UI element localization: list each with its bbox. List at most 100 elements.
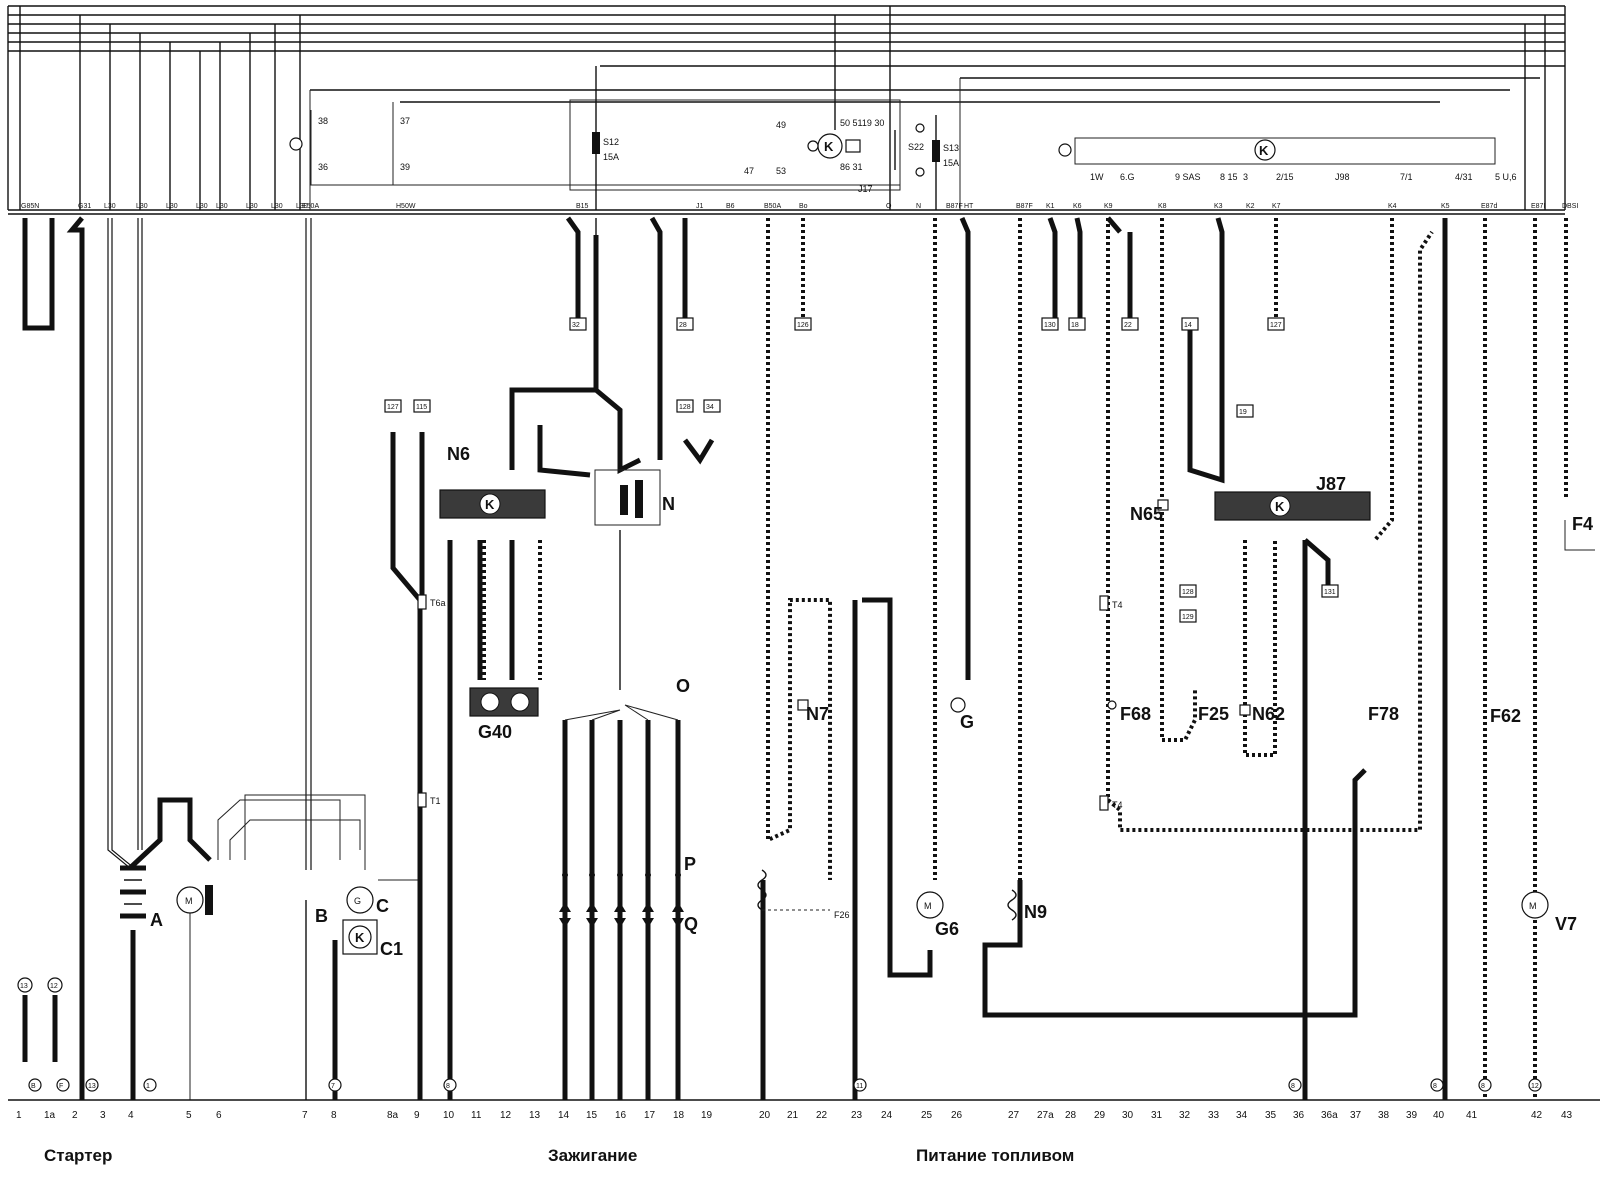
ground-marker	[1288, 1078, 1302, 1092]
relay-j17: K 50 5119 30 86 31 J17	[807, 118, 884, 194]
svg-text:A: A	[150, 910, 163, 930]
svg-text:49: 49	[776, 120, 786, 130]
relay-terminal-label: E87d	[1481, 203, 1497, 210]
j17-label: J17	[858, 184, 873, 194]
connector-label: 34	[706, 404, 714, 411]
ground-marker-label: 8	[1433, 1083, 1437, 1090]
position-number: 6	[216, 1110, 222, 1121]
ground-marker	[1528, 1078, 1542, 1092]
connector-t4-upper: T4	[1099, 595, 1123, 611]
svg-text:N65: N65	[1130, 504, 1163, 524]
connector-label: 19	[1239, 409, 1247, 416]
position-number: 25	[921, 1110, 933, 1121]
connector-t6a: T6a	[417, 594, 446, 610]
connector-label: 32	[572, 322, 580, 329]
relay-terminal-label: L30	[246, 203, 258, 210]
k-pin-label: 2/15	[1276, 172, 1294, 182]
svg-text:V7: V7	[1555, 914, 1577, 934]
switch-f4: F4	[1572, 514, 1593, 534]
position-number: 38	[1378, 1110, 1390, 1121]
position-number: 17	[644, 1110, 656, 1121]
connector-label: 129	[1182, 614, 1194, 621]
position-number: 26	[951, 1110, 963, 1121]
k-pin-label: 7/1	[1400, 172, 1413, 182]
switch-f25: F25	[1198, 704, 1229, 724]
relay-terminal-label: K5	[1441, 203, 1450, 210]
connector-box	[569, 317, 587, 331]
ground-marker	[85, 1078, 99, 1092]
spark-plug-icon	[614, 918, 626, 928]
sender-g: G	[950, 697, 974, 732]
position-number: 31	[1151, 1110, 1163, 1121]
position-number: 33	[1208, 1110, 1220, 1121]
svg-text:M: M	[1529, 901, 1537, 911]
svg-text:G6: G6	[935, 919, 959, 939]
relay-sockets-left: 38 36 37 39 49 47 53	[289, 102, 786, 185]
position-number: 15	[586, 1110, 598, 1121]
fuse-s13-id: S13	[943, 143, 959, 153]
junction-dot	[562, 872, 568, 878]
ground-marker	[28, 1078, 42, 1092]
relay-terminal-label: O	[886, 203, 892, 210]
fuel-pump-g6: M G6	[916, 891, 959, 939]
fuse-s12-rating: 15A	[603, 152, 619, 162]
generator-c: G C K C1	[342, 886, 403, 959]
position-number: 4	[128, 1110, 134, 1121]
ground-marker-label: 12	[1531, 1083, 1539, 1090]
ground-marker	[1478, 1078, 1492, 1092]
svg-text:T4: T4	[1112, 600, 1123, 610]
svg-text:M: M	[185, 896, 193, 906]
j98-label: J98	[1335, 172, 1350, 182]
relay-terminal-label: L30	[136, 203, 148, 210]
fuse-s13-rating: 15A	[943, 158, 959, 168]
position-number: 9	[414, 1110, 420, 1121]
svg-text:M: M	[924, 901, 932, 911]
svg-text:F78: F78	[1368, 704, 1399, 724]
svg-text:N: N	[662, 494, 675, 514]
svg-text:F68: F68	[1120, 704, 1151, 724]
switch-f78: F78	[1368, 704, 1399, 724]
position-number: 2	[72, 1110, 78, 1121]
position-number: 19	[701, 1110, 713, 1121]
svg-text:T6a: T6a	[430, 598, 446, 608]
caption-starter: Стартер	[44, 1146, 113, 1165]
relay-terminal-label: G31	[78, 203, 91, 210]
relay-terminal-label: K1	[1046, 203, 1055, 210]
svg-text:K: K	[1275, 499, 1285, 514]
position-number: 27a	[1037, 1110, 1054, 1121]
position-number: 23	[851, 1110, 863, 1121]
svg-text:N9: N9	[1024, 902, 1047, 922]
connector-label: 130	[1044, 322, 1056, 329]
svg-text:J87: J87	[1316, 474, 1346, 494]
position-number: 36a	[1321, 1110, 1338, 1121]
connector-label: 128	[1182, 589, 1194, 596]
position-number: 40	[1433, 1110, 1445, 1121]
relay-terminal-label: L30	[271, 203, 283, 210]
connector-label: 127	[1270, 322, 1282, 329]
wires	[22, 216, 1595, 1100]
svg-text:F25: F25	[1198, 704, 1229, 724]
j17-pins2: 86 31	[840, 162, 863, 172]
svg-text:47: 47	[744, 166, 754, 176]
ground-marker-label: B	[31, 1083, 36, 1090]
svg-text:C: C	[376, 896, 389, 916]
position-number: 16	[615, 1110, 627, 1121]
connector-box	[1321, 584, 1339, 598]
svg-text:O: O	[676, 676, 690, 696]
position-number: 27	[1008, 1110, 1020, 1121]
top-bus-lines	[7, 5, 1566, 210]
spark-plug-icon	[642, 902, 654, 912]
valve-n65: N65	[1130, 499, 1169, 524]
position-number: 21	[787, 1110, 799, 1121]
junction-dot	[617, 872, 623, 878]
relay-terminal-label: L30	[104, 203, 116, 210]
svg-text:K: K	[485, 497, 495, 512]
svg-text:Q: Q	[684, 914, 698, 934]
position-number: 10	[443, 1110, 455, 1121]
switch-f62: F62	[1490, 706, 1521, 726]
position-number: 12	[500, 1110, 512, 1121]
connector-t1: T1	[417, 792, 441, 808]
